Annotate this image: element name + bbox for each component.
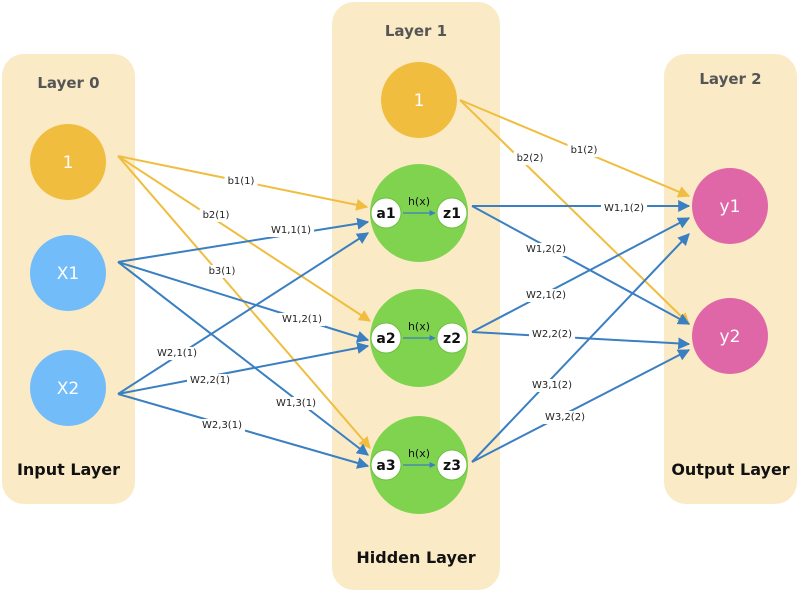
edge-label: W2,1(1) [157, 348, 197, 359]
node-h3: a3 z3 h(x) [370, 416, 468, 514]
hidden-layer-label: Hidden Layer [356, 548, 476, 567]
post-activation-label: z3 [443, 458, 461, 474]
pre-activation-label: a3 [376, 458, 395, 474]
edge-x1-h3 [117, 261, 369, 456]
layer-0-title: Layer 0 [37, 74, 100, 92]
activation-function-label: h(x) [408, 320, 430, 333]
input-layer-label: Input Layer [16, 460, 121, 479]
edge-label-background [601, 202, 648, 215]
input-node-circle [30, 350, 106, 426]
output-node-label: y2 [720, 327, 741, 347]
activation-input-circle [370, 449, 402, 481]
edge-label-background [513, 152, 547, 165]
post-activation-label: z2 [443, 331, 461, 347]
node-x2: X2 [30, 350, 106, 426]
edge-label: W1,2(1) [282, 314, 322, 325]
edge-h1-y2 [471, 205, 691, 325]
edge-label-background [199, 209, 233, 222]
layer-2-panel: Layer 2 Output Layer [664, 54, 797, 504]
activation-output-circle [436, 197, 468, 229]
node-y1: y1 [692, 168, 768, 244]
node-h2: a2 z2 h(x) [370, 289, 468, 387]
node-x1: X1 [30, 235, 106, 311]
edge-label-background [523, 289, 570, 302]
activation-function-label: h(x) [408, 447, 430, 460]
layer-1-title: Layer 1 [384, 22, 448, 40]
edge-label: b2(1) [203, 210, 230, 221]
node-h1: a1 z1 h(x) [370, 164, 468, 262]
edge-h3-y2 [471, 349, 691, 463]
edge-h3-y1 [471, 233, 690, 463]
input-node-label: X2 [57, 379, 79, 399]
edge-label: b3(1) [209, 266, 236, 277]
edge-label: W2,1(2) [526, 290, 566, 301]
node-b1: 1 [381, 62, 457, 138]
edge-x1-h1 [117, 217, 370, 263]
activation-function-label: h(x) [408, 195, 430, 208]
edge-label-background [273, 397, 320, 410]
edge-label: b1(2) [571, 145, 598, 156]
bias-node-label: 1 [414, 91, 425, 111]
edge-label-background [529, 379, 576, 392]
edge-h2-y2 [471, 331, 691, 350]
pre-activation-label: a1 [376, 206, 395, 222]
edge-label-background [187, 374, 234, 387]
edge-label-background [154, 347, 201, 360]
bias-node-circle [381, 62, 457, 138]
edge-label: W3,1(2) [532, 380, 572, 391]
activation-input-circle [370, 197, 402, 229]
post-activation-label: z1 [443, 206, 461, 222]
edge-label: W1,2(2) [526, 244, 566, 255]
edge-b1-y2 [459, 99, 690, 325]
node-b0: 1 [30, 124, 106, 200]
output-node-circle [692, 168, 768, 244]
edge-label: W2,2(1) [190, 375, 230, 386]
edge-label-background [529, 328, 576, 341]
activation-input-circle [370, 322, 402, 354]
edge-label: W1,3(1) [276, 398, 316, 409]
edge-h2-y1 [471, 217, 691, 333]
output-layer-label: Output Layer [671, 460, 790, 479]
edge-label: W2,3(1) [202, 420, 242, 431]
edge-label: W3,2(2) [545, 412, 585, 423]
edge-label-background [567, 144, 601, 157]
pre-activation-label: a2 [376, 331, 395, 347]
output-node-label: y1 [720, 197, 741, 217]
activation-output-circle [436, 322, 468, 354]
input-node-label: X1 [57, 264, 79, 284]
node-y2: y2 [692, 298, 768, 374]
activation-output-circle [436, 449, 468, 481]
edge-label: b2(2) [517, 153, 544, 164]
edge-b0-h2 [117, 155, 372, 322]
edge-label-background [205, 265, 239, 278]
edge-label-background [279, 313, 326, 326]
bias-node-label: 1 [63, 153, 74, 173]
edge-label-background [224, 175, 258, 188]
edge-label: W1,1(1) [271, 225, 311, 236]
edge-label-background [542, 411, 589, 424]
edge-x1-h2 [117, 261, 370, 343]
edge-label: b1(1) [228, 176, 255, 187]
bias-node-circle [30, 124, 106, 200]
edge-label: W2,2(2) [532, 329, 572, 340]
edge-x2-h1 [117, 232, 370, 395]
layer-2-title: Layer 2 [699, 70, 762, 88]
output-node-circle [692, 298, 768, 374]
edge-label-background [268, 224, 315, 237]
edge-label-background [523, 243, 570, 256]
edge-label-background [199, 419, 246, 432]
edge-x2-h2 [117, 342, 370, 395]
input-node-circle [30, 235, 106, 311]
edge-label: W1,1(2) [604, 203, 644, 214]
